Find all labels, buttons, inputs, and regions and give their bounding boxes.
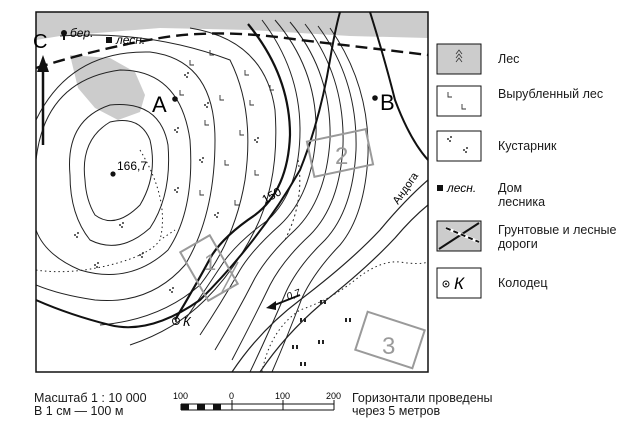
legend-cut-forest-icon xyxy=(436,85,482,117)
forester-house-icon xyxy=(106,37,112,43)
scale-subtitle: В 1 см — 100 м xyxy=(34,404,124,418)
site-2 xyxy=(305,127,375,179)
north-letter: С xyxy=(33,31,47,53)
scale-tick-100-left: 100 xyxy=(173,391,188,401)
birch-tree-icon xyxy=(61,30,67,40)
site-2-number: 2 xyxy=(335,143,348,170)
legend-well-symbol-text: К xyxy=(454,274,465,293)
contour-interval-line1: Горизонтали проведены xyxy=(352,391,493,405)
legend-roads-icon xyxy=(436,220,482,252)
well-label: К xyxy=(183,314,192,329)
contour-interval-line2: через 5 метров xyxy=(352,404,441,418)
scale-tick-100: 100 xyxy=(275,391,290,401)
legend-house-label: Дом лесника xyxy=(498,181,546,209)
forester-house-label: лесн. xyxy=(115,33,145,47)
forest-area-west xyxy=(70,55,145,120)
study-sites xyxy=(178,127,426,370)
clearing-boundary xyxy=(36,149,176,273)
point-A-label: A xyxy=(152,92,167,117)
scale-tick-0: 0 xyxy=(229,391,234,401)
site-1 xyxy=(178,233,240,303)
well-icon xyxy=(172,317,180,325)
legend-well-icon xyxy=(436,267,482,299)
birch-label: бер. xyxy=(70,26,93,40)
legend-shrub-icon xyxy=(436,130,482,162)
north-arrow-icon xyxy=(37,55,49,145)
contours-hill xyxy=(36,27,277,346)
legend-well-label: Колодец xyxy=(498,276,548,290)
scale-title: Масштаб 1 : 10 000 xyxy=(34,391,147,405)
forest-area-northeast xyxy=(36,12,428,40)
point-A-marker xyxy=(172,96,178,102)
cut-forest-symbols xyxy=(179,50,274,206)
contour-150 xyxy=(174,23,292,321)
river-speed-label: 0,7 xyxy=(285,288,302,303)
scale-bar xyxy=(180,400,335,411)
elevation-point-marker xyxy=(110,171,116,177)
shrub-boundary xyxy=(261,261,428,372)
river-bank-west xyxy=(231,179,428,372)
river-bank-east xyxy=(259,204,428,372)
forest-road xyxy=(36,12,341,329)
site-1-number: 1 xyxy=(204,250,216,275)
legend-cut-forest-label: Вырубленный лес xyxy=(498,87,604,101)
river-flow-arrow xyxy=(271,294,301,307)
forest-road-2 xyxy=(369,12,428,161)
shrub-symbols xyxy=(74,72,259,293)
site-3-number: 3 xyxy=(382,333,395,360)
elevation-label: 166,7 xyxy=(117,159,147,173)
point-B-label: B xyxy=(380,90,395,115)
site-1-arrow xyxy=(221,261,239,293)
legend-shrub-label: Кустарник xyxy=(498,139,557,153)
legend-forest-icon xyxy=(436,43,482,75)
site-3 xyxy=(354,310,426,370)
legend-house-icon xyxy=(437,185,443,191)
scale-tick-200: 200 xyxy=(326,391,341,401)
marsh-symbols xyxy=(292,300,351,366)
map-frame xyxy=(35,11,429,373)
legend-forest-label: Лес xyxy=(498,52,520,66)
point-B-marker xyxy=(372,95,378,101)
legend-house-symbol-text: лесн. xyxy=(446,181,476,195)
dirt-road xyxy=(36,32,428,70)
legend-roads-label: Грунтовые и лесные дороги xyxy=(498,223,617,251)
